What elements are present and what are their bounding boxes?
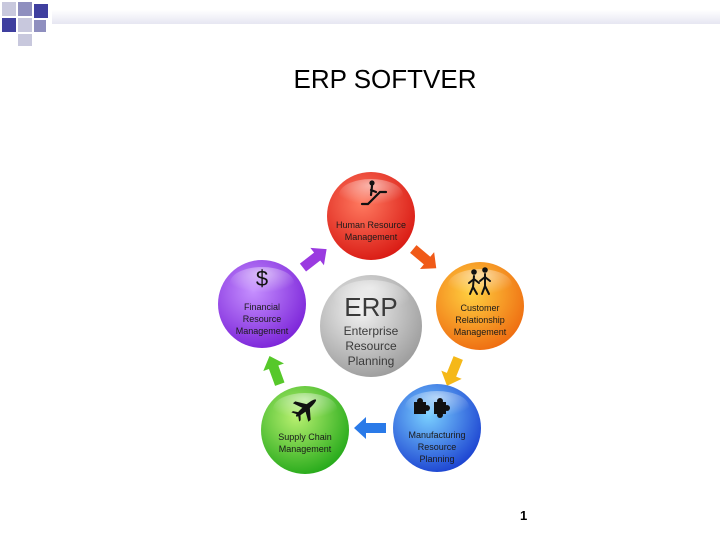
deco-square (18, 18, 32, 32)
node-customer-relationship-management: Customer Relationship Management (436, 262, 524, 350)
fin-label-2: Resource (243, 314, 282, 324)
center-line-3: Planning (348, 354, 395, 368)
deco-square (34, 20, 46, 32)
mfg-label-3: Planning (419, 454, 454, 464)
dollar-icon: $ (256, 266, 268, 291)
escalator-icon (360, 180, 388, 206)
center-line-1: Enterprise (344, 324, 399, 338)
fin-label-1: Financial (244, 302, 280, 312)
slide-title: ERP SOFTVER (293, 64, 477, 94)
node-manufacturing-resource-planning: Manufacturing Resource Planning (393, 384, 481, 472)
flow-arrows (263, 245, 463, 439)
people-icon (468, 267, 491, 295)
node-financial-resource-management: $ Financial Resource Management (218, 260, 306, 348)
hrm-label-2: Management (345, 232, 398, 242)
deco-square (18, 34, 32, 46)
mfg-label-2: Resource (418, 442, 457, 452)
crm-label-1: Customer (460, 303, 499, 313)
arrow-scm-to-fin (263, 355, 285, 386)
mfg-label-1: Manufacturing (408, 430, 465, 440)
header-bar-line (52, 10, 720, 24)
arrow-mfg-to-scm (354, 417, 386, 439)
node-supply-chain-management: Supply Chain Management (261, 386, 349, 474)
scm-label-2: Management (279, 444, 332, 454)
arrow-fin-to-hrm (299, 247, 327, 272)
node-human-resource-management: Human Resource Management (327, 172, 415, 260)
arrow-hrm-to-crm (410, 245, 437, 269)
fin-label-3: Management (236, 326, 289, 336)
puzzle-icon (414, 398, 450, 418)
crm-label-2: Relationship (455, 315, 505, 325)
deco-square (2, 2, 16, 16)
hrm-label-1: Human Resource (336, 220, 406, 230)
deco-square (2, 18, 16, 32)
scm-label-1: Supply Chain (278, 432, 332, 442)
page-number: 1 (520, 508, 528, 523)
center-node: ERP Enterprise Resource Planning (320, 275, 422, 377)
arrow-crm-to-mfg (441, 356, 463, 386)
deco-square (18, 2, 32, 16)
airplane-icon (291, 399, 317, 422)
crm-label-3: Management (454, 327, 507, 337)
center-title: ERP (344, 292, 397, 322)
deco-square (34, 4, 48, 18)
center-line-2: Resource (345, 339, 397, 353)
